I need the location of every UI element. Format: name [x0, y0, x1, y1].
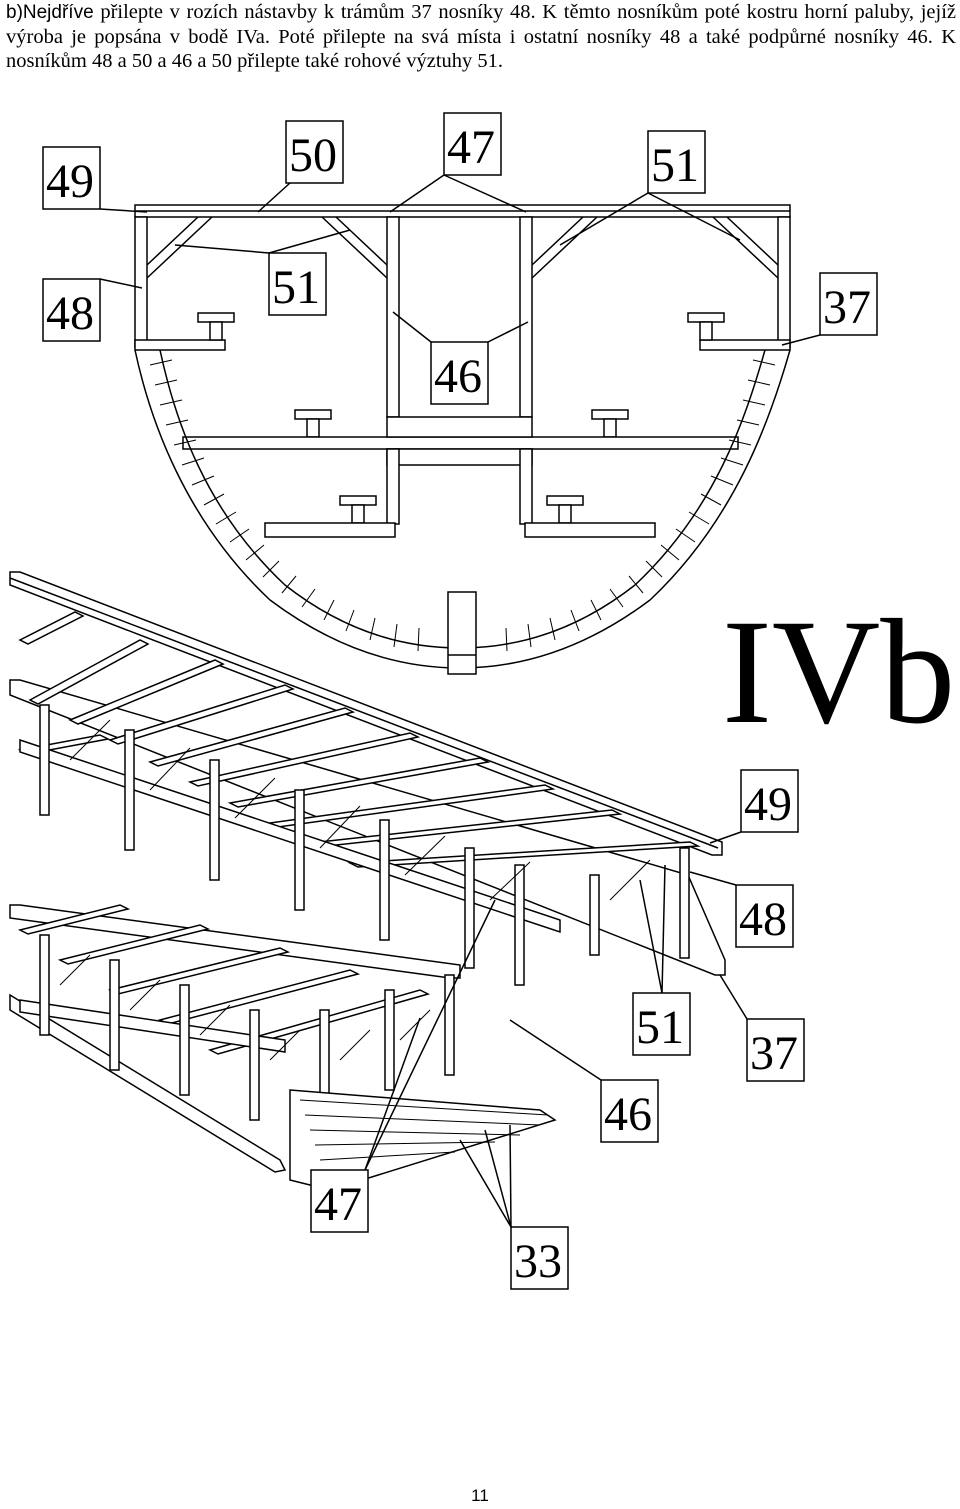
label-top-51b: 51 — [174, 229, 351, 316]
floor-planks — [289, 1089, 557, 1191]
isometric-drawing — [9, 571, 726, 1191]
page-number: 11 — [471, 1486, 489, 1505]
instructions-body: přilepte v rozích nástavby k trámům 37 n… — [6, 1, 956, 72]
label-top-47-text: 47 — [447, 121, 495, 174]
label-bottom-51-text: 51 — [636, 1001, 684, 1054]
label-top-51b-text: 51 — [272, 261, 320, 314]
label-top-46: 46 — [392, 311, 529, 405]
bottom-labels: 49 48 51 37 46 47 — [310, 769, 805, 1290]
left-outer-post — [134, 216, 148, 348]
label-bottom-48-text: 48 — [739, 893, 787, 946]
section-title: IVb — [722, 589, 955, 755]
label-top-37-text: 37 — [823, 281, 871, 334]
label-bottom-47-text: 47 — [314, 1178, 362, 1231]
label-top-51a: 51 — [559, 130, 741, 246]
label-bottom-51: 51 — [632, 864, 691, 1056]
label-bottom-33: 33 — [459, 1124, 569, 1290]
right-outer-post — [777, 216, 791, 348]
label-bottom-37-text: 37 — [750, 1027, 798, 1080]
label-top-49: 49 — [42, 146, 148, 213]
cross-section-drawing — [134, 204, 791, 675]
label-top-51a-text: 51 — [651, 139, 699, 192]
label-bottom-46-text: 46 — [604, 1088, 652, 1141]
label-bottom-49: 49 — [709, 769, 799, 844]
instructions-prefix: b)Nejdříve — [6, 2, 94, 23]
top-labels: 49 50 47 51 48 51 — [42, 112, 878, 405]
label-bottom-48: 48 — [689, 871, 794, 948]
left-inner-post — [386, 216, 400, 418]
label-top-47: 47 — [389, 112, 527, 213]
label-top-50-text: 50 — [289, 129, 337, 182]
label-top-50: 50 — [257, 120, 344, 213]
label-bottom-47: 47 — [310, 899, 496, 1233]
label-bottom-46: 46 — [509, 1019, 659, 1143]
keel — [447, 591, 477, 675]
label-bottom-49-text: 49 — [744, 778, 792, 831]
label-top-48: 48 — [42, 278, 143, 342]
instructions-text: b)Nejdříve přilepte v rozích nástavby k … — [6, 0, 956, 73]
right-inner-post — [519, 216, 533, 418]
main-deck — [182, 436, 739, 450]
label-top-46-text: 46 — [434, 350, 482, 403]
label-bottom-37: 37 — [719, 974, 805, 1082]
label-bottom-33-text: 33 — [514, 1235, 562, 1288]
label-top-49-text: 49 — [46, 155, 94, 208]
label-top-48-text: 48 — [46, 287, 94, 340]
label-top-37: 37 — [781, 272, 878, 346]
